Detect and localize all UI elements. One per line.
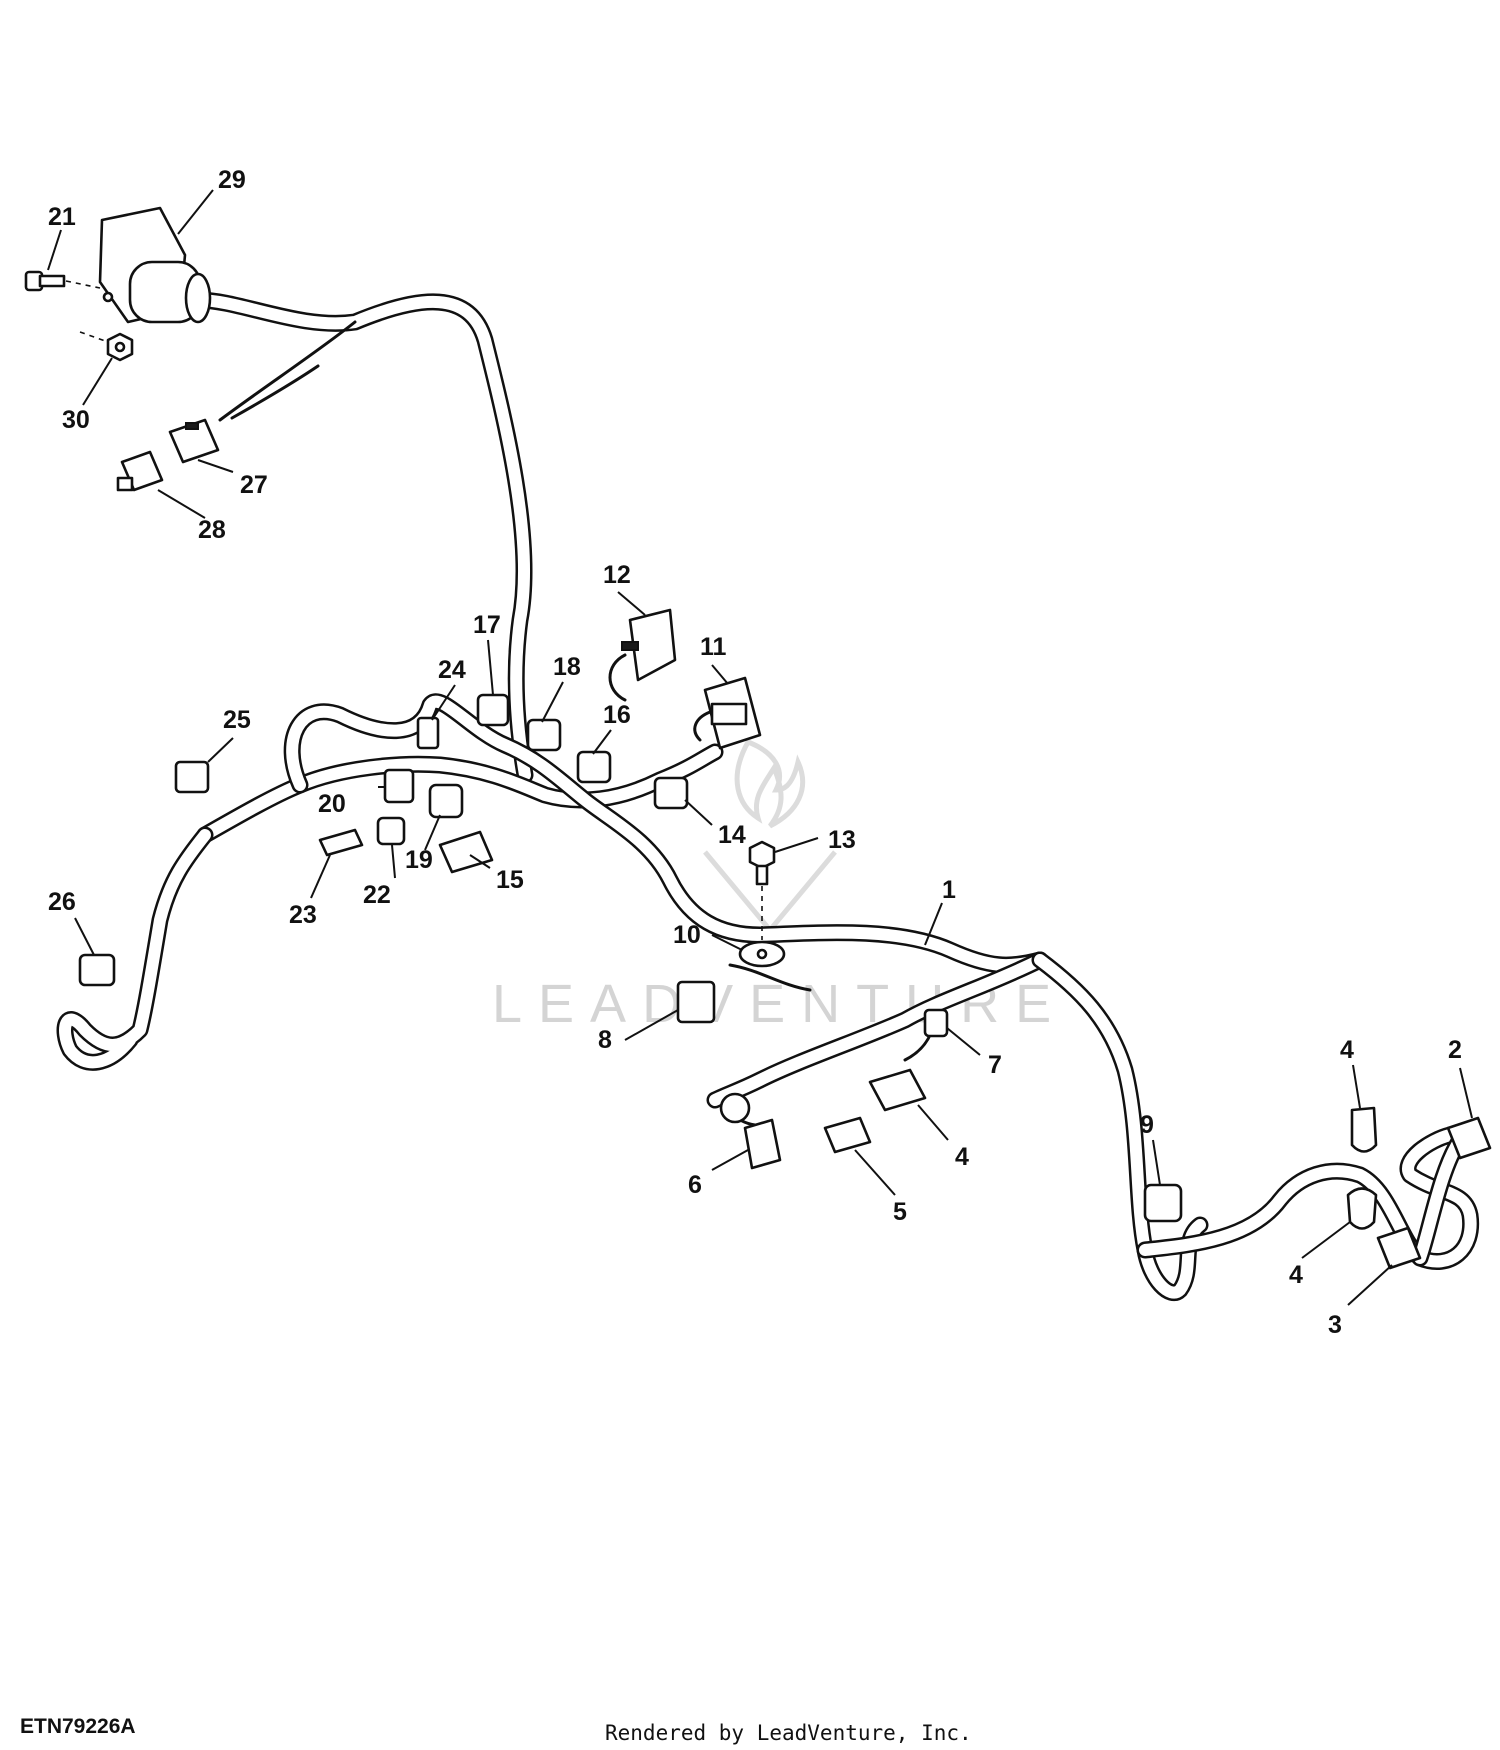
callout-10: 9 xyxy=(1140,1111,1154,1139)
connector-19 xyxy=(526,718,562,752)
center-connectors xyxy=(78,608,762,987)
harness-upper-branch xyxy=(189,291,534,784)
connector-20 xyxy=(428,783,464,819)
callout-18: 17 xyxy=(473,611,501,639)
leader-lines xyxy=(47,189,1473,1306)
callout-12: 11 xyxy=(700,633,727,661)
connector-29 xyxy=(116,450,164,492)
callout-24: 23 xyxy=(289,901,317,929)
callout-29: 28 xyxy=(198,516,226,544)
connector-23 xyxy=(376,816,406,846)
callout-5: 4 xyxy=(955,1143,969,1171)
callout-6: 5 xyxy=(893,1198,907,1226)
callout-8: 7 xyxy=(988,1051,1002,1079)
connector-9 xyxy=(676,980,716,1024)
connector-13 xyxy=(628,608,677,682)
callout-17: 16 xyxy=(603,701,631,729)
nut-31 xyxy=(79,331,134,362)
callout-31: 30 xyxy=(62,406,90,434)
callout-28: 27 xyxy=(240,471,268,499)
callout-19: 18 xyxy=(553,653,581,681)
callout-27: 26 xyxy=(48,888,76,916)
connector-21 xyxy=(383,768,415,804)
connector-18 xyxy=(476,693,510,727)
connector-16 xyxy=(438,830,494,874)
callout-14: 13 xyxy=(828,826,856,854)
figure-id: ETN79226A xyxy=(20,1715,136,1738)
connector-25 xyxy=(416,716,440,750)
connector-26 xyxy=(174,760,210,794)
watermark-flame-icon xyxy=(734,738,806,829)
clamp-4-lower xyxy=(1346,1187,1378,1230)
connector-24 xyxy=(318,828,364,857)
callout-23: 22 xyxy=(363,881,391,909)
callout-2: 2 xyxy=(1448,1036,1462,1064)
connector-6 xyxy=(823,1116,872,1154)
connector-28 xyxy=(168,418,220,464)
callout-4-upper: 4 xyxy=(1340,1036,1354,1064)
callout-26: 25 xyxy=(223,706,251,734)
bolt-14 xyxy=(748,840,776,940)
connector-8-clamp xyxy=(923,1008,949,1038)
connector-27 xyxy=(78,953,116,987)
callout-3: 3 xyxy=(1328,1311,1342,1339)
connector-10 xyxy=(1143,1183,1183,1223)
connector-7 xyxy=(743,1118,782,1170)
callout-30: 29 xyxy=(218,166,246,194)
callout-9: 8 xyxy=(598,1026,612,1054)
callout-4-lower: 4 xyxy=(1289,1261,1303,1289)
connector-3 xyxy=(1376,1226,1422,1270)
bolt-22 xyxy=(24,270,101,292)
callout-13: 12 xyxy=(603,561,631,589)
callout-15: 14 xyxy=(718,821,746,849)
callout-7: 6 xyxy=(688,1171,702,1199)
connector-2 xyxy=(1446,1116,1492,1160)
connector-15 xyxy=(653,776,689,810)
callouts: 29 21 30 27 28 12 11 17 18 24 16 14 13 1… xyxy=(48,166,1462,1339)
callout-20: 19 xyxy=(405,846,433,874)
callout-22: 21 xyxy=(48,203,76,231)
callout-1: 1 xyxy=(942,876,956,904)
main-switch-assembly xyxy=(98,206,212,324)
callout-25: 24 xyxy=(438,656,466,684)
callout-16: 15 xyxy=(496,866,524,894)
callout-21: 20 xyxy=(318,790,346,818)
mount-tab-11 xyxy=(738,940,786,968)
lower-connectors xyxy=(676,980,1492,1270)
connector-17 xyxy=(576,750,612,784)
clamp-4-upper xyxy=(1350,1106,1378,1153)
connector-5 xyxy=(868,1068,927,1112)
render-credit: Rendered by LeadVenture, Inc. xyxy=(605,1721,972,1745)
callout-11: 10 xyxy=(673,921,701,949)
